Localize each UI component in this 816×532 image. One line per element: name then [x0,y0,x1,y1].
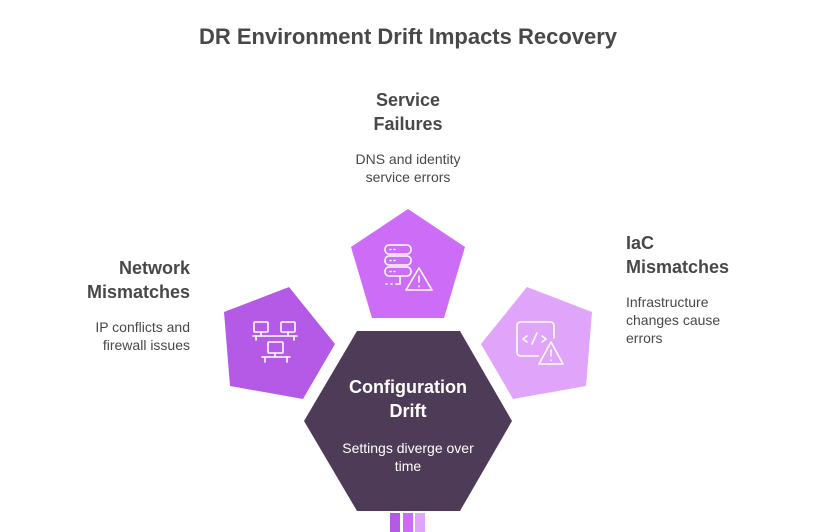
service-desc-line2: service errors [365,169,451,185]
iac-mismatches-label: IaC Mismatches Infrastructure changes ca… [626,231,796,347]
configuration-drift-desc: Settings diverge over time [320,439,496,475]
diagram-title: DR Environment Drift Impacts Recovery [198,24,618,49]
iac-title-line1: IaC [626,233,655,253]
network-title-line1: Network [118,258,190,278]
network-title-line2: Mismatches [86,282,190,302]
network-desc-line2: firewall issues [102,337,190,353]
network-mismatches-desc: IP conflicts and firewall issues [40,318,190,354]
network-mismatches-label: Network Mismatches IP conflicts and fire… [40,256,190,354]
iac-mismatches-title: IaC Mismatches [626,231,796,279]
configuration-drift-title: Configuration Drift [320,375,496,423]
service-desc-line1: DNS and identity [355,151,461,167]
center-desc-line1: Settings diverge over [342,440,474,456]
legend-bar-network [390,513,400,532]
iac-desc-line3: errors [626,330,663,346]
service-failures-title: Service Failures [320,88,496,136]
service-failures-label: Service Failures DNS and identity servic… [320,88,496,186]
configuration-drift-hexagon [304,331,512,511]
iac-desc-line1: Infrastructure [626,294,709,310]
code-warning-icon [516,321,564,365]
service-failures-desc: DNS and identity service errors [320,150,496,186]
legend-bar-service [403,513,413,532]
iac-title-line2: Mismatches [626,257,730,277]
service-title-line2: Failures [373,114,443,134]
server-warning-icon [384,244,433,291]
legend-bar-iac [415,513,425,532]
service-failures-pentagon [351,209,465,318]
service-title-line1: Service [375,90,441,110]
network-computers-icon [252,321,298,363]
network-mismatches-pentagon [224,287,335,399]
center-desc-line2: time [394,458,422,474]
iac-mismatches-desc: Infrastructure changes cause errors [626,293,796,347]
iac-mismatches-pentagon [481,287,592,399]
center-title-line1: Configuration [349,377,467,397]
center-title-line2: Drift [389,401,427,421]
network-mismatches-title: Network Mismatches [40,256,190,304]
iac-desc-line2: changes cause [626,312,721,328]
configuration-drift-label: Configuration Drift Settings diverge ove… [320,375,496,475]
network-desc-line1: IP conflicts and [95,319,190,335]
